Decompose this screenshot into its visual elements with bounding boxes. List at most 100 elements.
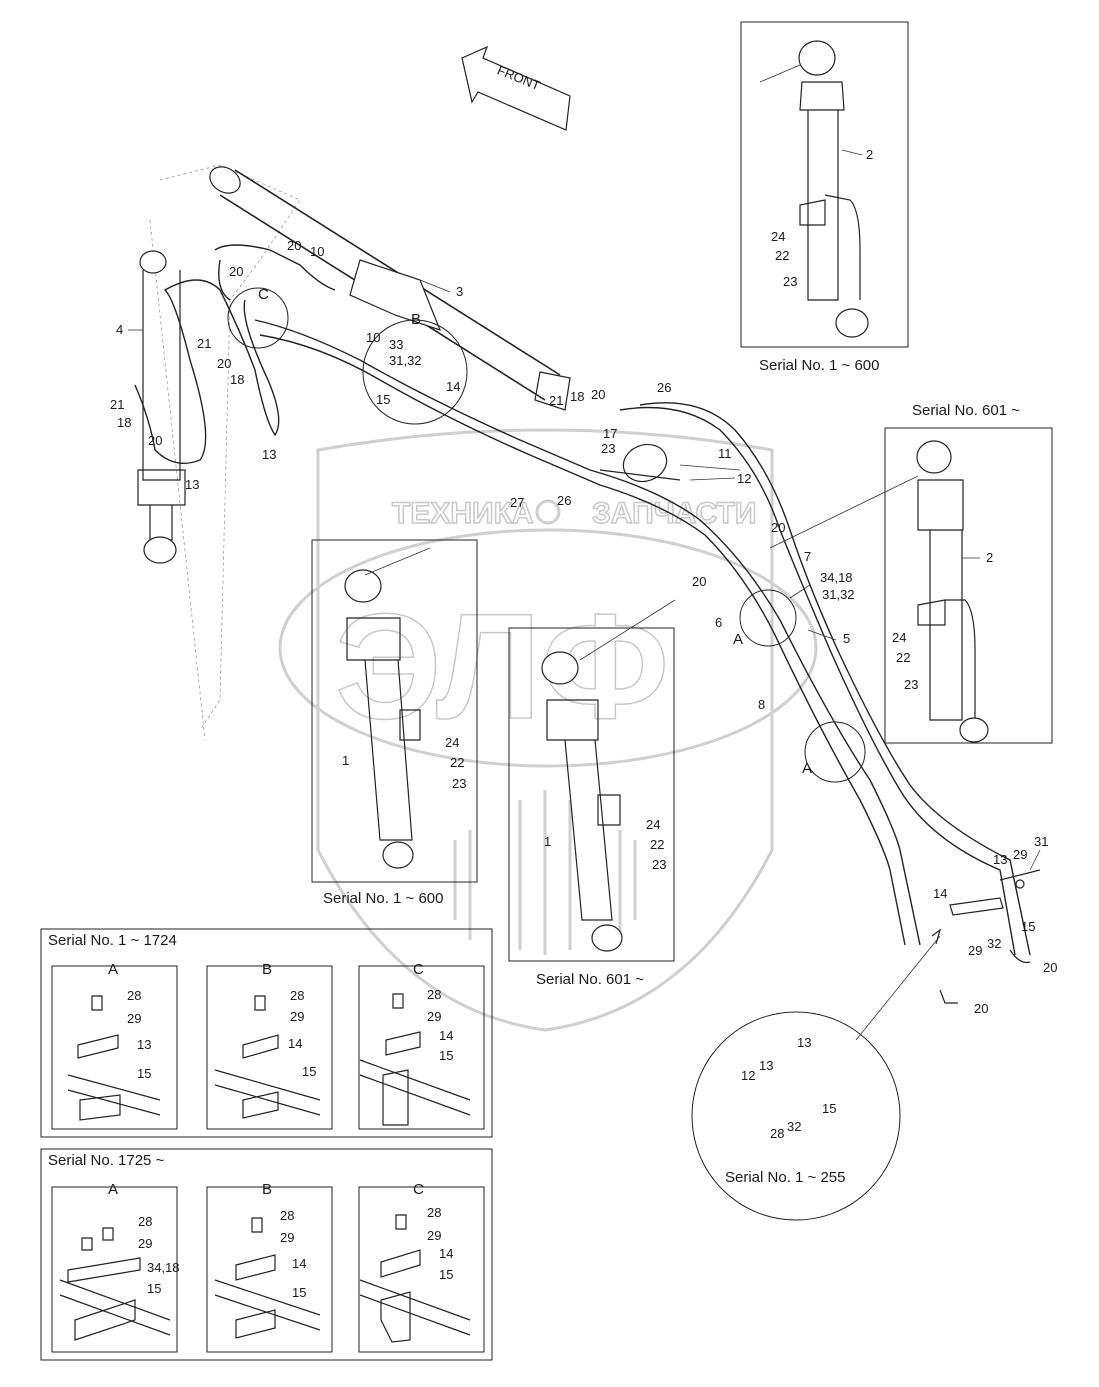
part-number: 26 <box>557 493 571 508</box>
part-number: 24 <box>646 817 660 832</box>
detail-circle-a1 <box>739 589 797 647</box>
part-number: 20 <box>1043 960 1057 975</box>
part-number: 4 <box>116 322 123 337</box>
part-number: 24 <box>445 735 459 750</box>
part-number: 13 <box>185 477 199 492</box>
boom-cylinder <box>209 166 571 411</box>
clamp1-letter-c: C <box>413 961 424 978</box>
front-arrow: FRONT <box>461 45 571 131</box>
caption-inset-mid-right: Serial No. 601 ~ <box>536 971 644 988</box>
part-number: 15 <box>137 1066 151 1081</box>
part-number: 15 <box>1021 919 1035 934</box>
part-number: 18 <box>230 372 244 387</box>
part-number: 15 <box>292 1285 306 1300</box>
caption-clamp-box-1: Serial No. 1 ~ 1724 <box>48 932 177 949</box>
part-number: 31 <box>1034 834 1048 849</box>
part-numbers: 3 4 10 20 20 10 33 31,32 14 15 21 20 18 … <box>110 147 1057 1300</box>
part-number: 14 <box>933 886 947 901</box>
part-number: 28 <box>427 987 441 1002</box>
bottom-fittings <box>939 869 1041 1004</box>
part-number: 23 <box>652 857 666 872</box>
part-number: 14 <box>439 1246 453 1261</box>
part-number: 29 <box>427 1009 441 1024</box>
part-number: 1 <box>544 834 551 849</box>
inset-right <box>769 427 1053 744</box>
part-number: 2 <box>986 550 993 565</box>
part-number: 20 <box>692 574 706 589</box>
part-number: 6 <box>715 615 722 630</box>
part-number: 29 <box>127 1011 141 1026</box>
part-number: 29 <box>290 1009 304 1024</box>
part-number: 29 <box>138 1236 152 1251</box>
part-number: 28 <box>427 1205 441 1220</box>
detail-circle-bottom <box>691 1011 901 1221</box>
part-number: 29 <box>427 1228 441 1243</box>
watermark-line2: ЗАПЧАСТИ <box>592 497 756 530</box>
caption-clamp-box-2: Serial No. 1725 ~ <box>48 1152 165 1169</box>
inset-mid-right <box>508 599 676 962</box>
part-number: 20 <box>148 433 162 448</box>
part-number: 15 <box>147 1281 161 1296</box>
part-number: 22 <box>775 248 789 263</box>
part-number: 21 <box>110 397 124 412</box>
part-number: 27 <box>510 495 524 510</box>
clamp2-letter-c: C <box>413 1181 424 1198</box>
detail-circles <box>227 287 942 1221</box>
part-number: 18 <box>570 389 584 404</box>
caption-inset-top-right: Serial No. 1 ~ 600 <box>759 357 880 374</box>
part-number: 31,32 <box>822 587 855 602</box>
part-number: 18 <box>117 415 131 430</box>
part-number: 28 <box>280 1208 294 1223</box>
part-number: 32 <box>987 936 1001 951</box>
part-number: 14 <box>446 379 460 394</box>
caption-circle-bottom: Serial No. 1 ~ 255 <box>725 1169 846 1186</box>
detail-letters: C B A A A B C A B C <box>108 286 812 1198</box>
part-number: 1 <box>342 753 349 768</box>
part-number: 13 <box>262 447 276 462</box>
part-number: 20 <box>771 520 785 535</box>
part-number: 21 <box>549 393 563 408</box>
part-number: 8 <box>758 697 765 712</box>
main-hose-runs <box>254 319 1031 956</box>
left-cylinder <box>137 250 186 564</box>
part-number: 15 <box>302 1064 316 1079</box>
part-number: 20 <box>217 356 231 371</box>
part-number: 13 <box>797 1035 811 1050</box>
part-number: 28 <box>127 988 141 1003</box>
part-number: 32 <box>787 1119 801 1134</box>
part-number: 3 <box>456 284 463 299</box>
part-number: 22 <box>650 837 664 852</box>
detail-circle-a2 <box>804 721 866 783</box>
part-number: 33 <box>389 337 403 352</box>
part-number: 23 <box>452 776 466 791</box>
inset-top-right <box>740 21 909 348</box>
leader-lines <box>128 149 1041 871</box>
watermark: ТЕХНИКА ЗАПЧАСТИ ЭЛФ <box>278 428 818 1032</box>
clamp-box-1 <box>40 928 493 1138</box>
captions: Serial No. 1 ~ 600 Serial No. 601 ~ Seri… <box>48 357 1020 1186</box>
part-number: 22 <box>450 755 464 770</box>
detail-circle-c <box>227 287 289 349</box>
part-number: 13 <box>759 1058 773 1073</box>
part-number: 17 <box>603 426 617 441</box>
part-number: 20 <box>229 264 243 279</box>
part-number: 13 <box>993 852 1007 867</box>
left-hoses <box>134 244 336 464</box>
part-number: 20 <box>591 387 605 402</box>
part-number: 15 <box>376 392 390 407</box>
detail-circle-b <box>362 319 468 425</box>
part-number: 20 <box>287 238 301 253</box>
part-number: 34,18 <box>147 1260 180 1275</box>
boom-structure <box>149 164 301 741</box>
part-number: 10 <box>310 244 324 259</box>
watermark-line1: ТЕХНИКА <box>392 497 534 530</box>
inset-mid-left <box>311 539 478 883</box>
part-number: 5 <box>843 631 850 646</box>
part-number: 26 <box>657 380 671 395</box>
part-number: 12 <box>741 1068 755 1083</box>
detail-letter-c: C <box>258 286 269 303</box>
part-number: 23 <box>904 677 918 692</box>
detail-letter-a2: A <box>802 760 812 777</box>
caption-inset-right: Serial No. 601 ~ <box>912 402 1020 419</box>
